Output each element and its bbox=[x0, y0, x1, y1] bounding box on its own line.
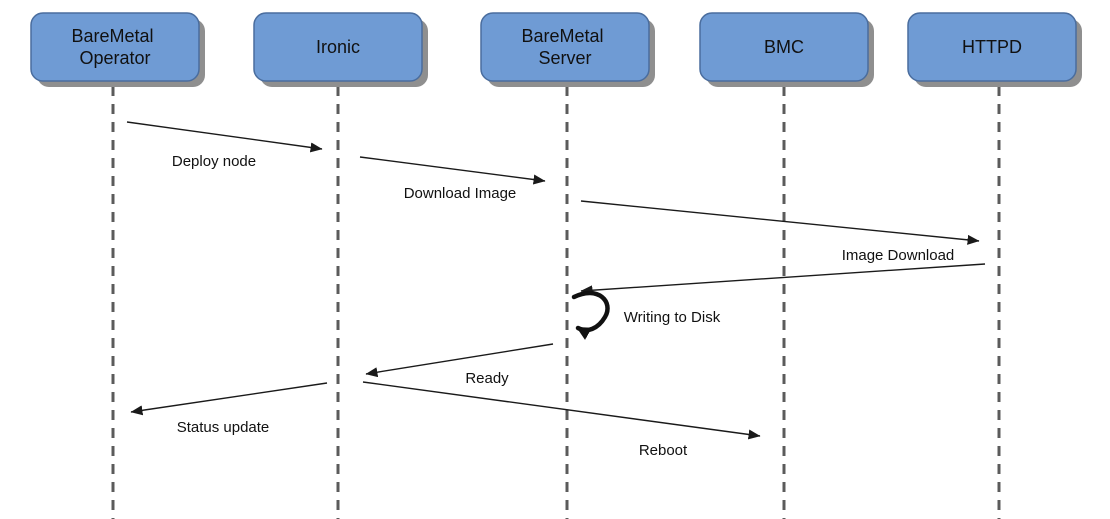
label-reboot: Reboot bbox=[639, 442, 688, 459]
actor-label-ironic: Ironic bbox=[316, 37, 360, 57]
label-image-download: Image Download bbox=[842, 247, 955, 264]
label-writing-to-disk: Writing to Disk bbox=[624, 309, 721, 326]
actor-box-baremetal-server: BareMetal Server bbox=[480, 12, 655, 87]
lifelines bbox=[111, 86, 1001, 519]
message-labels: Deploy node Download Image Image Downloa… bbox=[172, 153, 954, 459]
label-deploy-node: Deploy node bbox=[172, 153, 256, 170]
actor-rect-baremetal-operator bbox=[30, 12, 200, 82]
arrow-reboot bbox=[362, 381, 761, 440]
arrow-image-download-response bbox=[580, 263, 986, 296]
arrow-download-image bbox=[359, 156, 546, 185]
actor-label-baremetal-operator: BareMetal Operator bbox=[71, 26, 158, 68]
actor-box-ironic: Ironic bbox=[253, 12, 428, 87]
actor-rect-httpd bbox=[907, 12, 1077, 82]
actor-label-bmc: BMC bbox=[764, 37, 804, 57]
arrow-ready bbox=[365, 343, 554, 378]
arrow-writing-to-disk-self-loop bbox=[571, 290, 610, 340]
actor-box-httpd: HTTPD bbox=[907, 12, 1082, 87]
arrow-status-update bbox=[130, 382, 328, 416]
label-ready: Ready bbox=[465, 370, 509, 387]
arrow-deploy-node bbox=[126, 121, 323, 153]
messages bbox=[126, 121, 986, 440]
actor-rect-bmc bbox=[699, 12, 869, 82]
actor-label-baremetal-server: BareMetal Server bbox=[521, 26, 608, 68]
arrow-image-download-request bbox=[580, 200, 980, 245]
actor-boxes: BareMetal Operator Ironic BareMetal Serv… bbox=[30, 12, 1082, 87]
actor-rect-baremetal-server bbox=[480, 12, 650, 82]
actor-rect-ironic bbox=[253, 12, 423, 82]
actor-box-bmc: BMC bbox=[699, 12, 874, 87]
actor-label-httpd: HTTPD bbox=[962, 37, 1022, 57]
actor-box-baremetal-operator: BareMetal Operator bbox=[30, 12, 205, 87]
label-download-image: Download Image bbox=[404, 185, 517, 202]
label-status-update: Status update bbox=[177, 419, 270, 436]
